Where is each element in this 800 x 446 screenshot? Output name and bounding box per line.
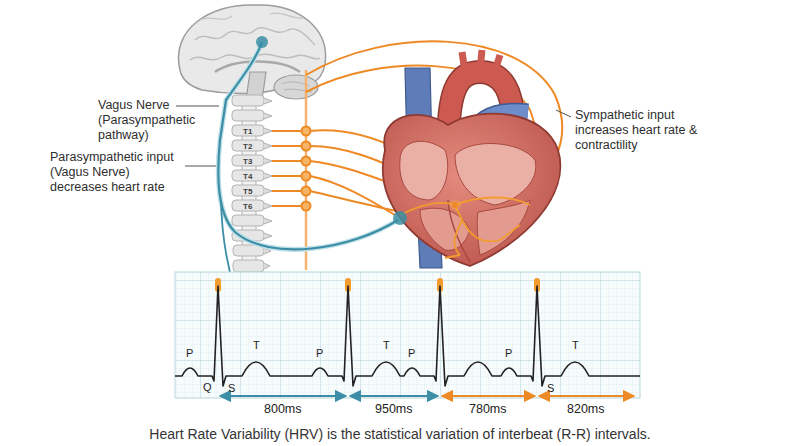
wave-label: P	[505, 347, 512, 359]
heart	[400, 198, 530, 259]
vagus-nerve	[256, 36, 268, 48]
heart	[455, 198, 530, 206]
spine	[232, 215, 264, 226]
wave-label: T	[572, 339, 579, 351]
spine	[232, 140, 264, 151]
heart	[383, 50, 561, 268]
figure-caption: Heart Rate Variability (HRV) is the stat…	[0, 426, 800, 443]
heart	[455, 144, 536, 205]
ecg-strip	[539, 395, 634, 397]
wave-label: Q	[203, 381, 212, 393]
sympathetic-pathway	[272, 41, 562, 270]
spine	[232, 170, 264, 181]
sympathetic-pathway	[305, 70, 308, 270]
callout-label: Sympathetic input increases heart rate &…	[575, 108, 701, 153]
heart	[420, 208, 470, 250]
vagus-nerve	[393, 211, 407, 225]
interval-label: 800ms	[264, 402, 302, 416]
wave-label: P	[408, 347, 415, 359]
heart	[452, 202, 458, 208]
interval-label: 820ms	[567, 402, 605, 416]
interval-label: 950ms	[375, 402, 413, 416]
ecg-strip	[442, 395, 535, 397]
vertebra-label: T6	[243, 202, 252, 211]
wave-label: P	[186, 347, 193, 359]
sympathetic-pathway	[310, 176, 395, 215]
wave-label: S	[228, 382, 235, 394]
heart	[400, 141, 448, 200]
spine	[232, 110, 264, 121]
ecg-strip	[175, 272, 640, 398]
sympathetic-pathway	[302, 157, 311, 166]
vertebra-label: T5	[243, 187, 252, 196]
interval-label: 780ms	[469, 402, 507, 416]
wave-label: T	[383, 339, 390, 351]
heart	[454, 220, 462, 255]
vagus-nerve	[218, 42, 398, 249]
wave-label: S	[547, 382, 554, 394]
leader-line	[185, 166, 216, 167]
heart	[477, 200, 530, 255]
spine	[264, 98, 272, 269]
heart	[445, 225, 520, 258]
brain	[215, 62, 300, 73]
spine	[232, 155, 264, 166]
brain	[195, 28, 315, 45]
heart	[448, 198, 462, 212]
ecg-strip	[350, 395, 438, 397]
ecg-strip	[175, 272, 640, 398]
spine	[232, 125, 264, 136]
brain	[274, 75, 318, 99]
wave-label: T	[253, 339, 260, 351]
brain	[200, 13, 304, 20]
wave-label: P	[316, 347, 323, 359]
sympathetic-pathway	[272, 131, 302, 206]
heart	[383, 114, 561, 266]
vertebra-label: T1	[243, 127, 252, 136]
ecg-strip	[175, 286, 640, 386]
brain	[178, 5, 325, 100]
vertebra-label: T2	[243, 142, 252, 151]
spine	[232, 200, 264, 211]
sympathetic-pathway	[302, 187, 311, 196]
spine	[232, 185, 264, 196]
vertebra-label: T3	[243, 157, 252, 166]
callout-label: Parasympathetic input (Vagus Nerve) decr…	[50, 150, 182, 195]
spine	[233, 260, 264, 272]
ecg-strip	[220, 395, 346, 397]
ecg-strip	[175, 272, 640, 398]
vertebra-label: T4	[243, 172, 252, 181]
leader-line	[176, 106, 219, 107]
leader-line	[176, 106, 571, 166]
spine	[232, 95, 264, 106]
leader-line	[556, 110, 571, 117]
callout-label: Vagus Nerve (Parasympathetic pathway)	[98, 98, 248, 143]
heart	[462, 50, 500, 74]
sympathetic-pathway	[302, 142, 311, 151]
sympathetic-pathway	[302, 202, 311, 211]
vagus-nerve	[218, 42, 398, 249]
sympathetic-pathway	[302, 127, 311, 136]
sympathetic-pathway	[302, 172, 311, 181]
